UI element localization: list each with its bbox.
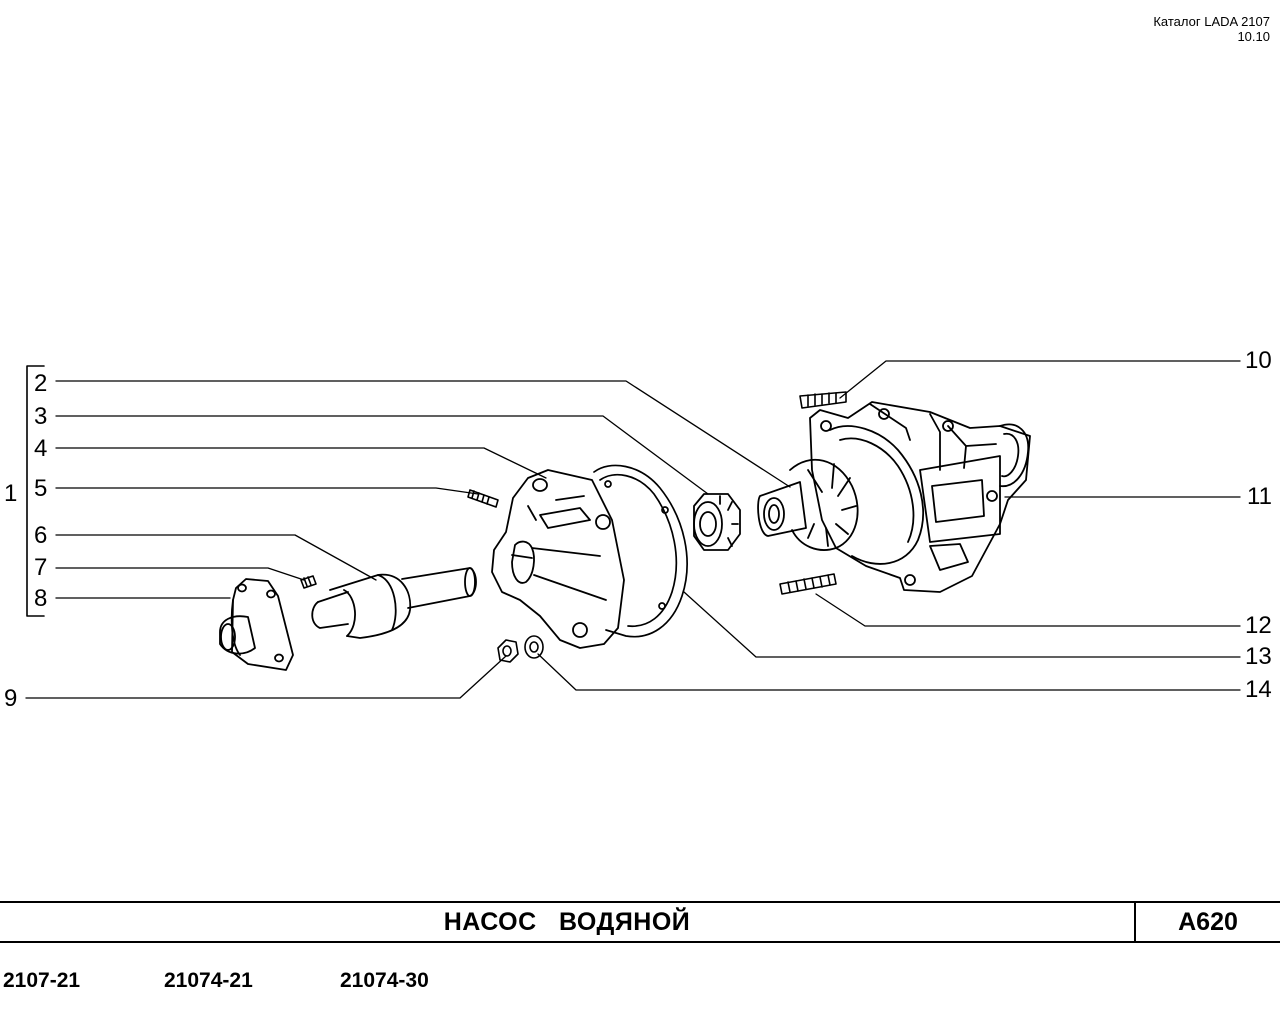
stud-12 xyxy=(779,573,837,595)
model-code-2: 21074-21 xyxy=(164,969,253,992)
leader-5 xyxy=(55,487,479,495)
callout-8: 8 xyxy=(34,585,48,612)
group-bracket xyxy=(26,365,45,617)
shaft-bearing xyxy=(311,567,477,639)
leader-9 xyxy=(25,655,507,699)
leader-12 xyxy=(815,593,1241,627)
pump-cover xyxy=(491,469,625,649)
callout-3: 3 xyxy=(34,403,48,430)
leader-13 xyxy=(683,591,1241,658)
callout-5: 5 xyxy=(34,475,48,502)
stud-5 xyxy=(467,489,499,508)
leader-3 xyxy=(55,415,709,495)
seal-3 xyxy=(693,493,741,551)
title-block: НАСОС ВОДЯНОЙ A620 xyxy=(0,901,1280,943)
leader-2 xyxy=(55,380,791,488)
pin-7 xyxy=(300,575,317,589)
callout-7: 7 xyxy=(34,554,48,581)
callout-6: 6 xyxy=(34,522,48,549)
callout-1: 1 xyxy=(4,480,18,507)
leader-10 xyxy=(839,360,1241,399)
leader-14 xyxy=(537,653,1241,691)
callout-11: 11 xyxy=(1247,483,1272,510)
gasket xyxy=(593,464,688,638)
callout-14: 14 xyxy=(1245,676,1272,703)
leader-lines xyxy=(25,360,1241,699)
callout-2: 2 xyxy=(34,370,48,397)
exploded-view-diagram xyxy=(25,360,1241,699)
stud-10 xyxy=(799,391,847,409)
impeller-2 xyxy=(757,458,859,551)
callout-10: 10 xyxy=(1245,347,1272,374)
callout-9: 9 xyxy=(4,685,18,712)
model-code-3: 21074-30 xyxy=(340,969,429,992)
catalog-page-number: 10.10 xyxy=(1237,29,1270,44)
pump-housing xyxy=(809,401,1031,593)
catalog-header: Каталог LADA 2107 10.10 xyxy=(1153,14,1270,44)
leader-6 xyxy=(55,534,377,581)
section-code: A620 xyxy=(1134,903,1280,941)
model-code-1: 2107-21 xyxy=(3,969,81,992)
callout-4: 4 xyxy=(34,435,48,462)
callout-13: 13 xyxy=(1245,643,1272,670)
washer-14 xyxy=(524,635,544,659)
nut-9 xyxy=(497,639,519,663)
leader-7 xyxy=(55,567,305,581)
hub-flange xyxy=(219,578,294,671)
leader-4 xyxy=(55,447,547,479)
page-title: НАСОС ВОДЯНОЙ xyxy=(443,907,691,936)
catalog-title: Каталог LADA 2107 xyxy=(1153,14,1270,29)
callout-12: 12 xyxy=(1245,612,1272,639)
